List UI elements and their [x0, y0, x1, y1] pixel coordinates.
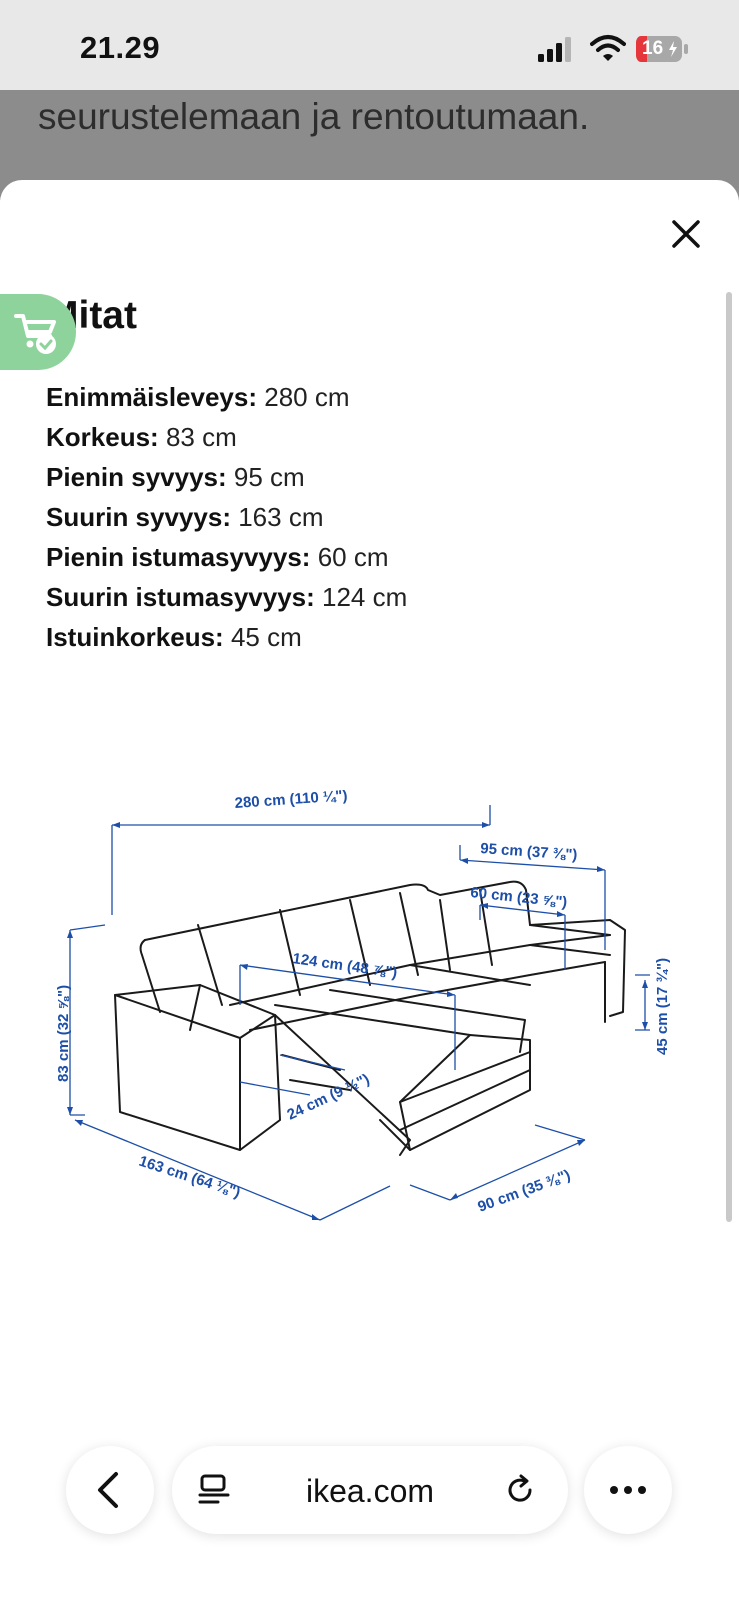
- spec-max-depth: Suurin syvyys: 163 cm: [46, 502, 324, 532]
- dimensions-sheet: [0, 180, 739, 1600]
- address-bar[interactable]: ikea.com: [172, 1446, 568, 1534]
- close-icon[interactable]: [668, 216, 704, 252]
- spec-min-seat-depth: Pienin istumasyvyys: 60 cm: [46, 542, 389, 572]
- spec-max-width: Enimmäisleveys: 280 cm: [46, 382, 350, 412]
- back-button[interactable]: [66, 1446, 154, 1534]
- more-dots-icon: [610, 1486, 646, 1494]
- dimension-specs-list: Enimmäisleveys: 280 cm Korkeus: 83 cm Pi…: [46, 377, 407, 657]
- spec-min-depth: Pienin syvyys: 95 cm: [46, 462, 305, 492]
- dim-max-seat-depth-label: 124 cm (48 ⅞"): [291, 950, 398, 982]
- wifi-icon: [590, 35, 626, 61]
- cart-added-badge[interactable]: [0, 294, 76, 370]
- dimension-arrows: [67, 822, 648, 1220]
- more-options-button[interactable]: [584, 1446, 672, 1534]
- spec-seat-height: Istuinkorkeus: 45 cm: [46, 622, 302, 652]
- chevron-left-icon: [98, 1472, 118, 1508]
- status-bar: 21.29 16: [0, 0, 739, 90]
- spec-height: Korkeus: 83 cm: [46, 422, 237, 452]
- dim-width-label: 280 cm (110 ¼"): [234, 790, 348, 812]
- url-text[interactable]: ikea.com: [305, 1473, 435, 1509]
- scrollbar[interactable]: [726, 292, 732, 1222]
- battery-level: 16: [642, 38, 664, 59]
- sofa-drawing: [114, 880, 626, 1156]
- reload-icon[interactable]: [502, 1472, 538, 1508]
- battery-icon: [636, 36, 688, 62]
- dimension-lines: [69, 805, 650, 1221]
- dim-chaise-width-label: 90 cm (35 ⅜"): [476, 1167, 573, 1216]
- spec-max-seat-depth: Suurin istumasyvyys: 124 cm: [46, 582, 408, 612]
- reader-mode-icon[interactable]: [196, 1472, 232, 1508]
- status-time: 21.29: [80, 30, 161, 65]
- dim-height-label: 83 cm (32 ⅝"): [55, 985, 72, 1082]
- dim-seat-height-label: 45 cm (17 ¾"): [654, 958, 671, 1055]
- dim-armrest-label: 24 cm (9 ½"): [285, 1071, 373, 1124]
- cellular-signal-icon: [538, 37, 571, 62]
- cart-check-icon: [14, 314, 56, 354]
- dim-min-depth-label: 95 cm (37 ⅜"): [480, 840, 578, 864]
- sofa-dimension-diagram: 280 cm (110 ¼") 95 cm (37 ⅜") 60 cm (23 …: [55, 790, 671, 1221]
- battery-indicator: 16: [636, 36, 688, 62]
- background-page-text: seurustelemaan ja rentoutumaan.: [38, 96, 590, 137]
- dim-max-depth-label: 163 cm (64 ⅛"): [137, 1153, 243, 1202]
